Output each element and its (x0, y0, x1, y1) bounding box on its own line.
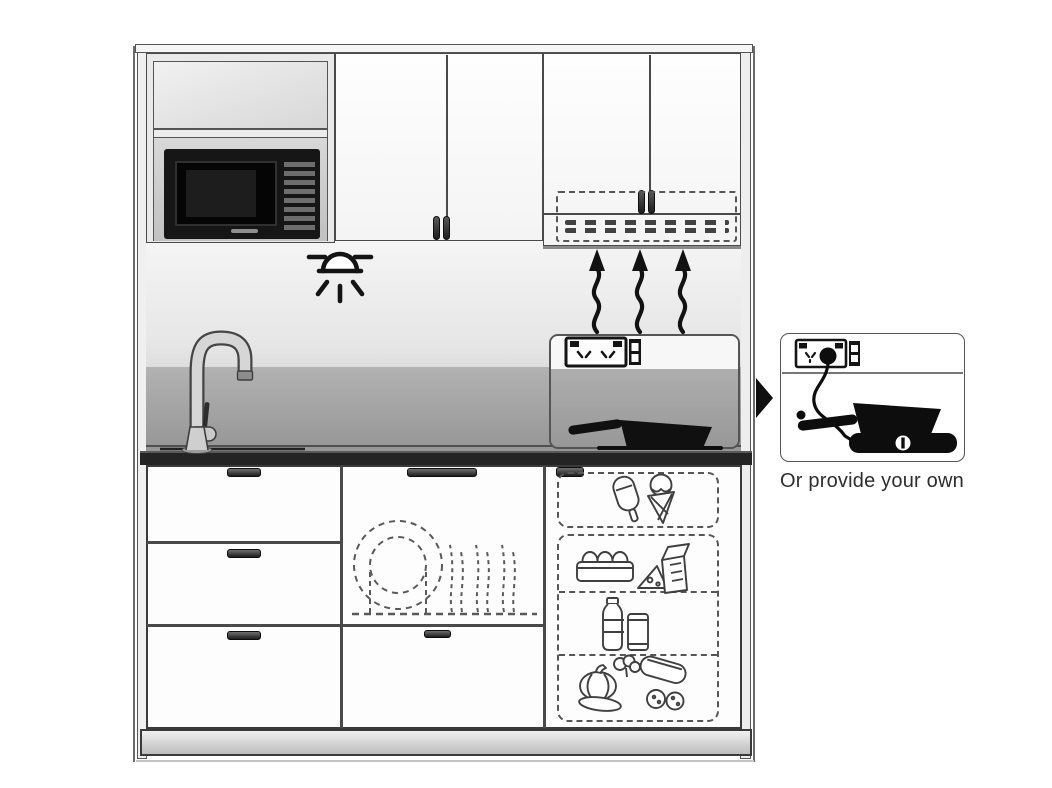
callout-shelf-line (782, 372, 963, 374)
wall-cabinet-middle (335, 53, 543, 241)
unit-left-outer-line (133, 46, 135, 762)
rangehood-shelf-line (544, 213, 740, 215)
middle-drawer-handle (424, 630, 451, 638)
overhead-shelf-panel (153, 61, 328, 129)
microwave-brand-label (231, 229, 258, 233)
base-divider-left-mid (340, 466, 343, 728)
wall-cabinet-shadow (543, 246, 741, 249)
wall-cabinet-middle-door-split (446, 55, 448, 239)
cooking-zone-outline (549, 334, 740, 449)
unit-right-outer-line (753, 46, 755, 762)
drawer-divider-2 (147, 624, 340, 627)
wall-cabinet-middle-handle-right (443, 216, 450, 240)
drawer-handle-3 (227, 631, 261, 640)
drawer-handle-2 (227, 549, 261, 558)
microwave-control-panel (284, 158, 315, 232)
fridge-freezer-dashed-section (557, 472, 719, 528)
rangehood-dashed-outline (556, 191, 737, 242)
cooking-zone-lower (551, 369, 738, 447)
rangehood-vent-slots-row2 (565, 228, 729, 233)
wall-cabinet-right-door-split (649, 55, 651, 213)
shelf-edge-strip (153, 129, 328, 138)
bench-back-edge-line (146, 445, 741, 447)
wall-cabinet-right-handle-left (638, 190, 645, 214)
middle-cabinet-divider (342, 624, 543, 627)
microwave-window-inner (186, 170, 256, 217)
drawer-divider-1 (147, 541, 340, 544)
wall-cabinet-right-handle-right (648, 190, 655, 214)
dish-cabinet-handle (407, 468, 477, 477)
fridge-shelf-divider-2 (559, 654, 717, 656)
callout-caption: Or provide your own (780, 470, 964, 492)
cooking-zone-upper (551, 336, 738, 369)
floor-line (136, 760, 754, 762)
callout-arrow-icon (756, 378, 773, 418)
base-divider-mid-right (543, 466, 546, 728)
kickboard (140, 729, 752, 756)
benchtop (140, 451, 752, 465)
rangehood-vent-slots-row1 (565, 220, 729, 225)
fridge-shelf-divider-1 (559, 591, 717, 593)
unit-top-frame (135, 44, 753, 53)
drawer-handle-1 (227, 468, 261, 477)
base-cabinets (146, 465, 742, 729)
callout-box (780, 333, 965, 462)
wall-cabinet-middle-handle-left (433, 216, 440, 240)
fridge-main-dashed-section (557, 534, 719, 722)
